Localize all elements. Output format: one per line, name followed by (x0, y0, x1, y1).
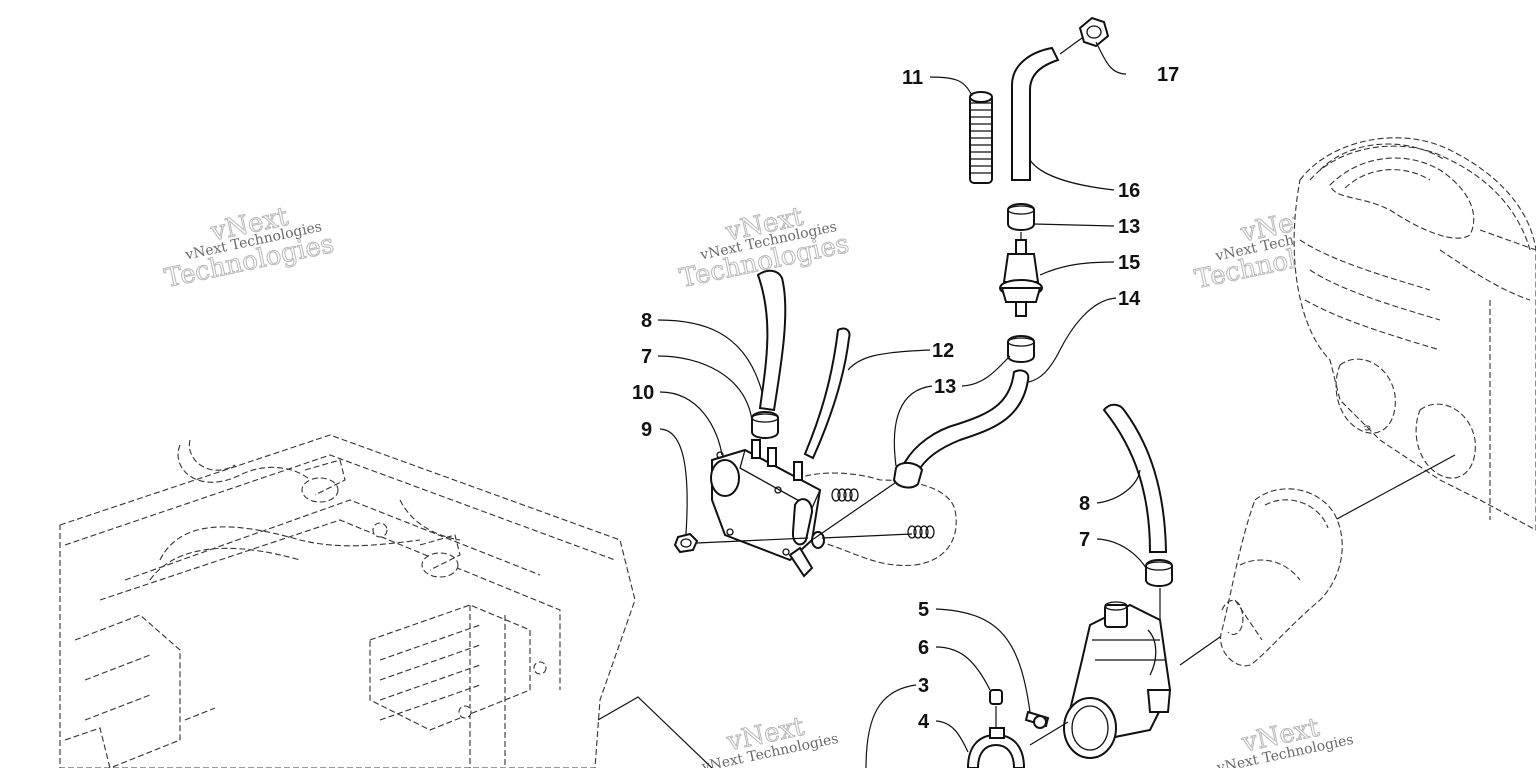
airbox-to-adapter-line (1334, 454, 1456, 521)
callout-14: 14 (1118, 288, 1141, 310)
nut-part-9 (673, 532, 699, 554)
callout-8-left: 8 (641, 310, 652, 332)
callout-10: 10 (632, 382, 654, 404)
carburetor (1063, 601, 1172, 759)
fuel-pump (710, 439, 825, 578)
pump-to-mount-line (821, 533, 913, 539)
clamp-to-carb-line (1029, 721, 1069, 746)
callout-9: 9 (641, 419, 652, 441)
clamp-part-13-pump (892, 462, 924, 489)
fuel-filter-part-15 (999, 239, 1043, 317)
callout-7-left: 7 (641, 346, 652, 368)
watermark-bottom-center: vNext vNext Technologies (700, 711, 840, 768)
airbox-phantom (1293, 137, 1536, 531)
spacer-part-6 (989, 689, 1003, 705)
callout-7-right: 7 (1079, 529, 1090, 551)
hose-part-8-right (1102, 403, 1168, 553)
clamp-part-13-lower (1007, 335, 1035, 363)
pump-upper-mount-line (811, 473, 909, 541)
callout-12: 12 (932, 340, 954, 362)
callout-3: 3 (918, 675, 929, 697)
clamp-part-7-left (751, 411, 779, 439)
cap-part-17 (1078, 16, 1110, 48)
callout-17: 17 (1157, 64, 1179, 86)
callout-13-upper: 13 (1118, 216, 1140, 238)
filter-screen-part-11 (969, 91, 993, 184)
clamp-part-7-right (1145, 559, 1173, 587)
hose-part-12 (803, 327, 851, 460)
callout-6: 6 (918, 637, 929, 659)
callout-15: 15 (1118, 252, 1140, 274)
engine-leader-line (597, 696, 713, 768)
adapter-boot-phantom (1220, 488, 1343, 667)
callout-16: 16 (1118, 180, 1140, 202)
hose-part-16 (1011, 46, 1060, 181)
watermark-bottom-right: vNext vNext Technologies (1215, 712, 1355, 768)
callout-5: 5 (918, 599, 929, 621)
callout-13-lower: 13 (934, 376, 956, 398)
callout-4: 4 (918, 711, 930, 733)
cap-to-hose-line (1059, 37, 1083, 55)
hose-part-8-left (756, 269, 787, 412)
watermark-left: vNext vNext Technologies Technologies (162, 201, 338, 294)
callout-11: 11 (902, 67, 923, 89)
callout-leaders (657, 41, 1147, 768)
clamp-ring-part-4 (966, 727, 1026, 768)
callout-8-right: 8 (1079, 493, 1090, 515)
engine-phantom (59, 434, 636, 768)
hose-part-14 (903, 369, 1030, 474)
clamp-part-13-upper (1007, 203, 1035, 231)
screw-part-5 (1024, 710, 1050, 729)
pump-bolt-line (696, 537, 809, 544)
